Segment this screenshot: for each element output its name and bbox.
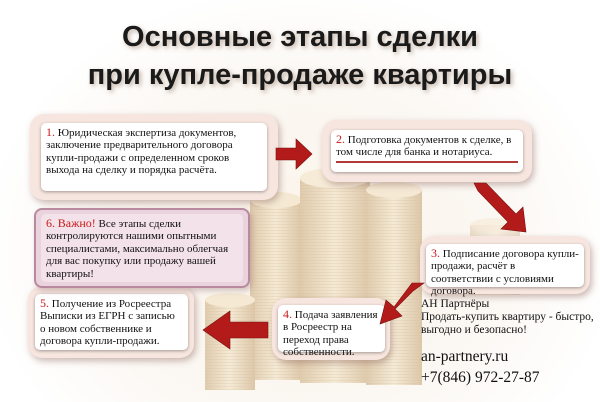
- agency-slogan: Продать-купить квартиру - быстро, выгодн…: [421, 311, 594, 336]
- phone-number[interactable]: +7(846) 972-27-87: [421, 369, 540, 386]
- step-5-number: 5.: [40, 296, 49, 310]
- step-1-text: Юридическая экспертиза документов, заклю…: [46, 127, 237, 177]
- step-4-card: 4. Подача заявления в Росреестр на перех…: [278, 305, 385, 358]
- step-2-card: 2. Подготовка документов к сделке, в том…: [331, 130, 523, 172]
- step-4-box: 4. Подача заявления в Росреестр на перех…: [272, 298, 390, 360]
- page-title: Основные этапы сделки при купле-продаже …: [0, 18, 600, 94]
- step-5-text: Получение из Росреестра Выписки из ЕГРН …: [40, 298, 175, 348]
- step-2-number: 2.: [336, 132, 345, 146]
- important-box: 6. Важно! Все этапы сделки контролируютс…: [34, 208, 250, 288]
- step-2-text: Подготовка документов к сделке, в том чи…: [336, 134, 512, 159]
- step-3-box: 3. Подписание договора купли-продажи, ра…: [420, 236, 590, 297]
- title-line-1: Основные этапы сделки: [122, 21, 478, 53]
- step-3-text: Подписание договора купли-продажи, расчё…: [431, 248, 579, 298]
- website-link[interactable]: an-partnery.ru: [421, 348, 509, 365]
- step-4-number: 4.: [283, 307, 292, 321]
- step-5-card: 5. Получение из Росреестра Выписки из ЕГ…: [35, 294, 188, 350]
- step-2-box: 2. Подготовка документов к сделке, в том…: [322, 120, 532, 182]
- important-number: 6.: [46, 216, 55, 230]
- agency-name: АН Партнёры: [421, 298, 490, 310]
- step-3-card: 3. Подписание договора купли-продажи, ра…: [426, 244, 584, 297]
- arrow-step2-to-step3: [473, 182, 527, 233]
- step-3-number: 3.: [431, 246, 440, 260]
- step-4-text: Подача заявления в Росреестр на переход …: [283, 309, 378, 359]
- important-text: Все этапы сделки контролируются нашими о…: [46, 218, 229, 280]
- important-card: 6. Важно! Все этапы сделки контролируютс…: [41, 214, 243, 282]
- arrow-step3-to-step4: [379, 282, 425, 325]
- step-5-box: 5. Получение из Росреестра Выписки из ЕГ…: [28, 286, 194, 358]
- step-1-number: 1.: [46, 125, 55, 139]
- agency-info: АН Партнёры Продать-купить квартиру - бы…: [421, 298, 597, 337]
- step-1-card: 1. Юридическая экспертиза документов, за…: [41, 123, 267, 191]
- step-1-box: 1. Юридическая экспертиза документов, за…: [30, 114, 278, 200]
- important-label: Важно!: [57, 216, 96, 230]
- arrow-step1-to-step2: [275, 138, 313, 170]
- title-line-2: при купле-продаже квартиры: [87, 59, 513, 91]
- arrow-step4-to-step5: [202, 310, 269, 350]
